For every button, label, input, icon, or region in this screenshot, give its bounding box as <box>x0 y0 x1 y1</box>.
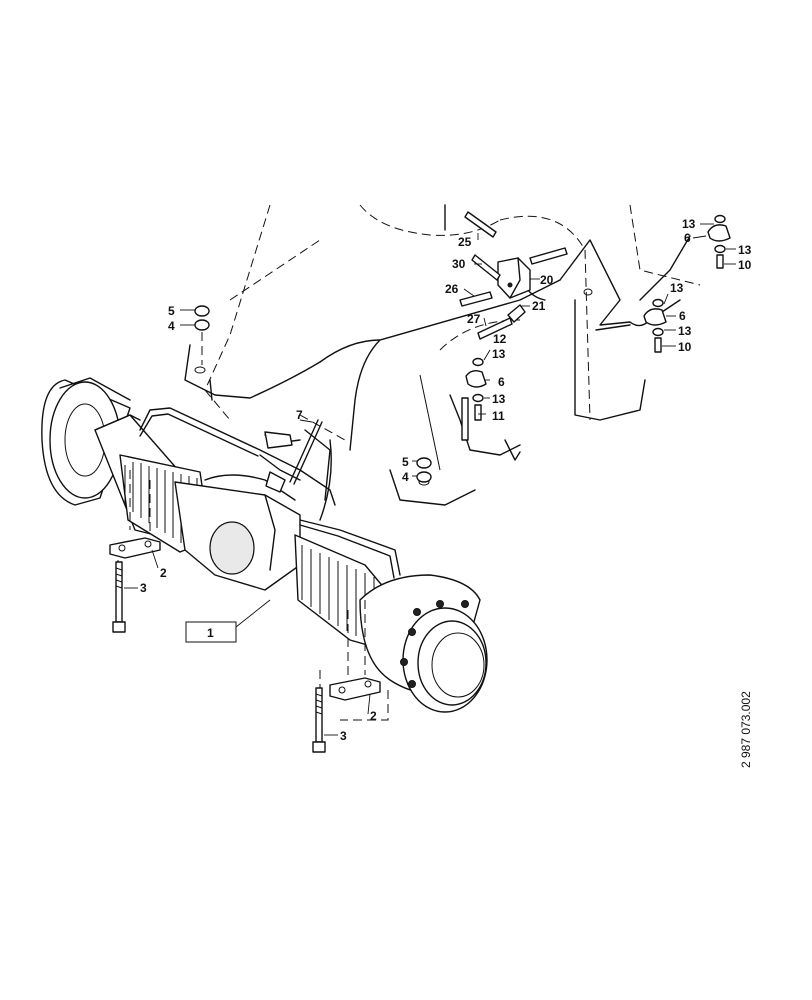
callout-13: 13 <box>682 217 696 231</box>
callout-25: 25 <box>458 235 472 249</box>
callout-13: 13 <box>492 347 506 361</box>
callout-4: 4 <box>402 470 409 484</box>
callout-11: 11 <box>492 409 505 423</box>
callout-13: 13 <box>738 243 752 257</box>
assembly-label-box: 1 <box>185 621 237 643</box>
leader-lines <box>124 223 736 736</box>
callout-7: 7 <box>296 408 303 422</box>
axle-assembly <box>41 377 488 713</box>
callout-labels: 25 30 20 26 21 27 12 13 6 13 11 5 4 5 4 … <box>140 217 752 743</box>
callout-13: 13 <box>678 324 692 338</box>
callout-12: 12 <box>493 332 507 346</box>
callout-13: 13 <box>670 281 684 295</box>
callout-6: 6 <box>498 375 505 389</box>
valve-assembly <box>289 211 568 485</box>
callout-3: 3 <box>340 729 347 743</box>
callout-2: 2 <box>370 709 377 723</box>
callout-2: 2 <box>160 566 167 580</box>
callout-27: 27 <box>467 312 481 326</box>
callout-13: 13 <box>492 392 506 406</box>
callout-4: 4 <box>168 319 175 333</box>
callout-30: 30 <box>452 257 466 271</box>
mounting-hardware <box>109 305 432 753</box>
callout-20: 20 <box>540 273 554 287</box>
assembly-label: 1 <box>207 626 214 640</box>
callout-10: 10 <box>678 340 692 354</box>
callout-5: 5 <box>402 455 409 469</box>
callout-10: 10 <box>738 258 752 272</box>
drawing-reference: 2 987 073.002 <box>739 691 753 768</box>
callout-21: 21 <box>532 299 546 313</box>
callout-6: 6 <box>684 231 691 245</box>
callout-5: 5 <box>168 304 175 318</box>
callout-6: 6 <box>679 309 686 323</box>
callout-3: 3 <box>140 581 147 595</box>
right-side-fittings <box>639 214 731 353</box>
callout-26: 26 <box>445 282 459 296</box>
chassis-frame <box>184 204 701 506</box>
